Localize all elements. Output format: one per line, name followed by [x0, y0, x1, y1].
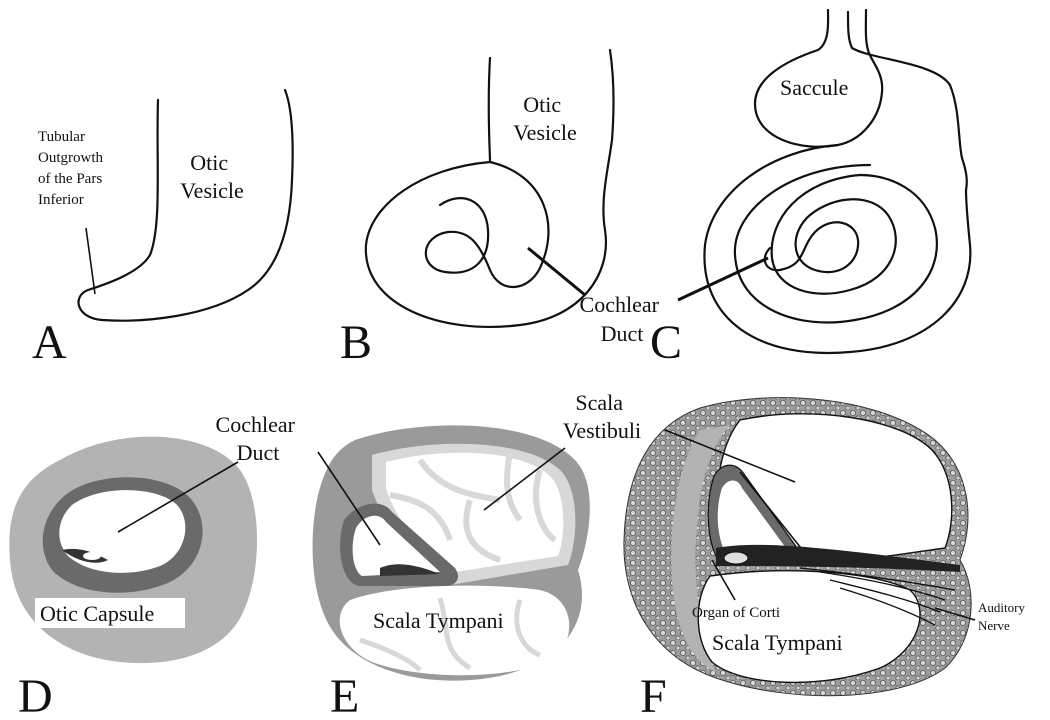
- auditory-nerve-label: Auditory Nerve: [978, 600, 1028, 633]
- outgrowth-label: Tubular Outgrowth of the Pars Inferior: [38, 129, 107, 208]
- scala-tympani-label-f: Scala Tympani: [712, 630, 843, 655]
- panel-d: Cochlear Duct Otic Capsule D: [9, 412, 300, 720]
- otic-vesicle-label-a: Otic Vesicle: [180, 150, 244, 203]
- cochlear-duct-pointer-b: [528, 248, 585, 295]
- organ-of-corti-cells: [724, 552, 748, 564]
- panel-letter-f: F: [640, 670, 667, 720]
- cochlear-duct-coil-b: [426, 162, 549, 287]
- otic-vesicle-spiral-b: [366, 50, 614, 327]
- panel-letter-a: A: [32, 316, 67, 369]
- cochlear-spiral-inner: [772, 175, 896, 294]
- organ-of-corti-label: Organ of Corti: [692, 605, 780, 621]
- outgrowth-pointer: [86, 228, 95, 294]
- cochlear-duct-pointer-c: [678, 258, 768, 300]
- panel-letter-d: D: [18, 670, 53, 720]
- duct-floor-cell-d: [83, 552, 101, 560]
- scala-tympani-label-e: Scala Tympani: [373, 608, 504, 633]
- panel-letter-e: E: [330, 670, 359, 720]
- otic-vesicle-label-b: Otic Vesicle: [513, 92, 577, 145]
- otic-vesicle-outline-a: [79, 90, 293, 321]
- cochlear-duct-label-d: Cochlear Duct: [216, 412, 301, 465]
- panel-letter-b: B: [340, 316, 372, 369]
- panel-b: Otic Vesicle B: [340, 50, 613, 369]
- panel-a: Tubular Outgrowth of the Pars Inferior O…: [32, 90, 293, 369]
- cochlear-duct-label-bc: Cochlear Duct: [528, 248, 768, 346]
- cochlear-spiral-middle: [735, 165, 937, 322]
- panel-f: Organ of Corti Scala Tympani Auditory Ne…: [624, 398, 1028, 720]
- otic-capsule-label: Otic Capsule: [40, 601, 154, 626]
- panel-e: Scala Vestibuli Scala Tympani E: [313, 390, 642, 720]
- panel-letter-c: C: [650, 316, 682, 369]
- scala-vestibuli-label: Scala Vestibuli: [563, 390, 641, 443]
- panel-c: Saccule C: [650, 10, 970, 369]
- saccule-label: Saccule: [780, 75, 848, 100]
- cochlear-duct-lumen-d: [59, 490, 185, 573]
